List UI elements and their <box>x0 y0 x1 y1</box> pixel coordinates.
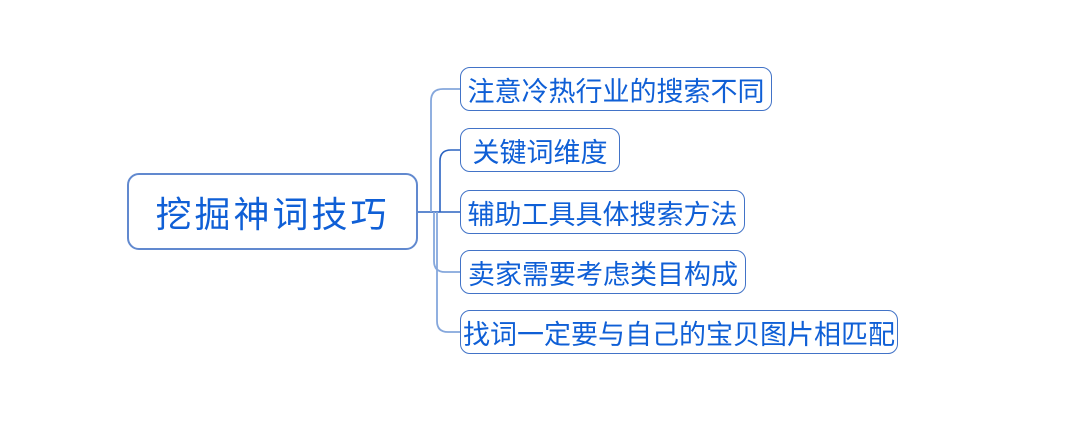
child-node-5[interactable]: 找词一定要与自己的宝贝图片相匹配 <box>460 310 898 354</box>
connector-child-5 <box>436 212 460 333</box>
connector-child-2 <box>439 149 460 212</box>
child-node-3[interactable]: 辅助工具具体搜索方法 <box>460 190 745 234</box>
child-node-3-label: 辅助工具具体搜索方法 <box>467 199 738 230</box>
child-node-1[interactable]: 注意冷热行业的搜索不同 <box>460 67 772 111</box>
child-node-2[interactable]: 关键词维度 <box>460 128 620 172</box>
root-node-label: 挖掘神词技巧 <box>155 194 390 235</box>
child-node-4[interactable]: 卖家需要考虑类目构成 <box>460 250 746 294</box>
connector-child-1 <box>430 88 460 212</box>
child-node-4-label: 卖家需要考虑类目构成 <box>468 259 738 290</box>
child-node-1-label: 注意冷热行业的搜索不同 <box>467 76 765 107</box>
child-node-5-label: 找词一定要与自己的宝贝图片相匹配 <box>463 319 895 350</box>
child-node-2-label: 关键词维度 <box>472 137 608 168</box>
root-node[interactable]: 挖掘神词技巧 <box>127 173 418 250</box>
